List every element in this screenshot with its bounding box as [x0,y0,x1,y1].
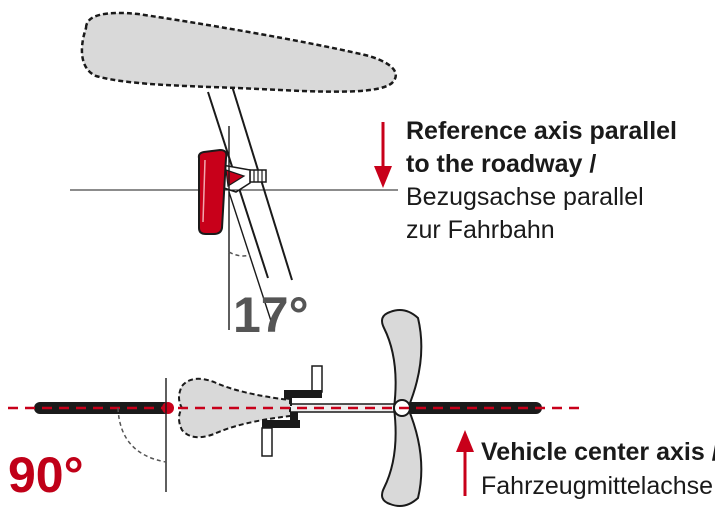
rear-reflector [197,148,228,235]
reflector-tilt-line [228,191,273,325]
arrow-up-icon [456,430,474,496]
top-view: 90° Vehicle center axis / Fahrzeugmittel… [8,309,715,507]
angle-arc-17 [228,251,251,257]
clamp-bracket-red-triangle [225,169,246,188]
angle-label-90: 90° [8,447,84,503]
reference-axis-label-de-2: zur Fahrbahn [406,216,555,244]
angle-arc-90 [117,407,167,463]
angle-label-17: 17° [233,287,309,343]
reference-axis-label-en-2: to the roadway / [406,150,596,178]
saddle-side [80,11,398,93]
side-view: 17° Reference axis parallel to the roadw… [70,11,677,343]
reference-axis-label-en-1: Reference axis parallel [406,117,677,145]
vehicle-axis-label-de: Fahrzeugmittelachse [481,472,713,500]
crank-lower [261,412,300,457]
reference-axis-label-de-1: Bezugsachse parallel [406,183,644,211]
vehicle-axis-label-en: Vehicle center axis / [481,438,715,466]
arrow-down-icon [374,122,392,188]
